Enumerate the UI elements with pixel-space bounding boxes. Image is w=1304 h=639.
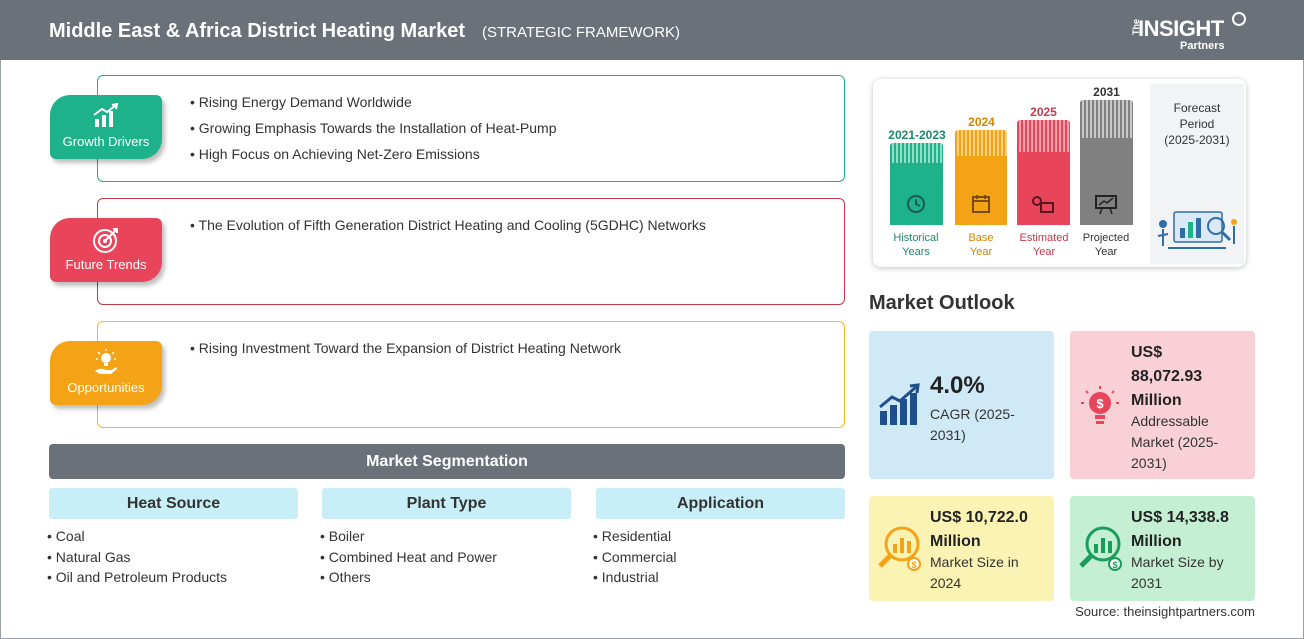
growth-chart-icon: [93, 103, 119, 127]
market-segmentation-header: Market Segmentation: [49, 444, 845, 479]
year-base: 2024: [968, 115, 995, 129]
heat-source-list: Coal Natural Gas Oil and Petroleum Produ…: [47, 526, 227, 588]
year-historical: 2021-2023: [888, 128, 946, 142]
projected-bar: [1080, 100, 1133, 225]
cagr-value: 4.0%: [930, 372, 985, 399]
growth-driver-item: High Focus on Achieving Net-Zero Emissio…: [190, 146, 557, 162]
lightbulb-hand-icon: [95, 349, 117, 374]
base-year-bar: [955, 130, 1007, 225]
list-item: Combined Heat and Power: [320, 547, 497, 568]
money-lightbulb-icon: $: [1081, 386, 1119, 424]
growth-drivers-tag: Growth Drivers: [50, 95, 162, 159]
list-item: Others: [320, 567, 497, 588]
svg-text:$: $: [1096, 396, 1104, 411]
future-trend-item: The Evolution of Fifth Generation Distri…: [190, 217, 706, 233]
list-item: Boiler: [320, 526, 497, 547]
market-outlook-title: Market Outlook: [869, 292, 1015, 314]
estimate-gears-icon: [1032, 196, 1054, 213]
estimated-bar: [1017, 120, 1070, 225]
target-icon: [93, 228, 118, 253]
future-trends-tag: Future Trends: [50, 218, 162, 282]
growth-arrow-chart-icon: [879, 383, 920, 425]
market-size-magnifier-icon: $: [1079, 526, 1122, 571]
page-header: Middle East & Africa District Heating Ma…: [0, 0, 1304, 60]
list-item: Coal: [47, 526, 227, 547]
source-note: Source: theinsightpartners.com: [1075, 604, 1255, 619]
list-item: Oil and Petroleum Products: [47, 567, 227, 588]
list-item: Industrial: [593, 567, 676, 588]
cagr-label: CAGR (2025-2031): [930, 406, 1015, 443]
insight-partners-logo: The INSIGHT Partners: [1128, 10, 1248, 54]
future-trends-box: The Evolution of Fifth Generation Distri…: [97, 198, 845, 305]
growth-driver-item: Rising Energy Demand Worldwide: [190, 94, 557, 110]
segment-heading-plant-type: Plant Type: [322, 488, 571, 519]
page-subtitle: (STRATEGIC FRAMEWORK): [482, 24, 681, 41]
forecast-period-panel: Forecast Period (2025-2031): [1150, 84, 1244, 264]
opportunity-item: Rising Investment Toward the Expansion o…: [190, 340, 621, 356]
cagr-card: 4.0% CAGR (2025-2031): [869, 331, 1054, 479]
segment-heading-application: Application: [596, 488, 845, 519]
list-item: Commercial: [593, 547, 677, 568]
logo-circle-icon: [1232, 12, 1246, 26]
opportunities-box: Rising Investment Toward the Expansion o…: [97, 321, 845, 428]
growth-driver-item: Growing Emphasis Towards the Installatio…: [190, 120, 557, 136]
svg-text:$: $: [911, 560, 916, 570]
list-item: Residential: [593, 526, 676, 547]
plant-type-list: Boiler Combined Heat and Power Others: [320, 526, 497, 588]
growth-drivers-box: Rising Energy Demand Worldwide Growing E…: [97, 75, 845, 182]
segment-heading-heat-source: Heat Source: [49, 488, 298, 519]
year-projected: 2031: [1093, 85, 1120, 99]
calendar-icon: [972, 195, 990, 213]
page-title: Middle East & Africa District Heating Ma…: [49, 20, 466, 42]
market-size-magnifier-icon: $: [878, 526, 921, 571]
presentation-board-icon: [1095, 195, 1117, 215]
historical-bar: [890, 143, 943, 225]
analytics-illustration-icon: [1157, 211, 1237, 249]
application-list: Residential Commercial Industrial: [593, 526, 677, 588]
year-estimated: 2025: [1030, 105, 1057, 119]
history-clock-icon: [907, 195, 925, 213]
opportunities-tag: Opportunities: [50, 341, 162, 405]
svg-text:$: $: [1112, 560, 1117, 570]
list-item: Natural Gas: [47, 547, 227, 568]
